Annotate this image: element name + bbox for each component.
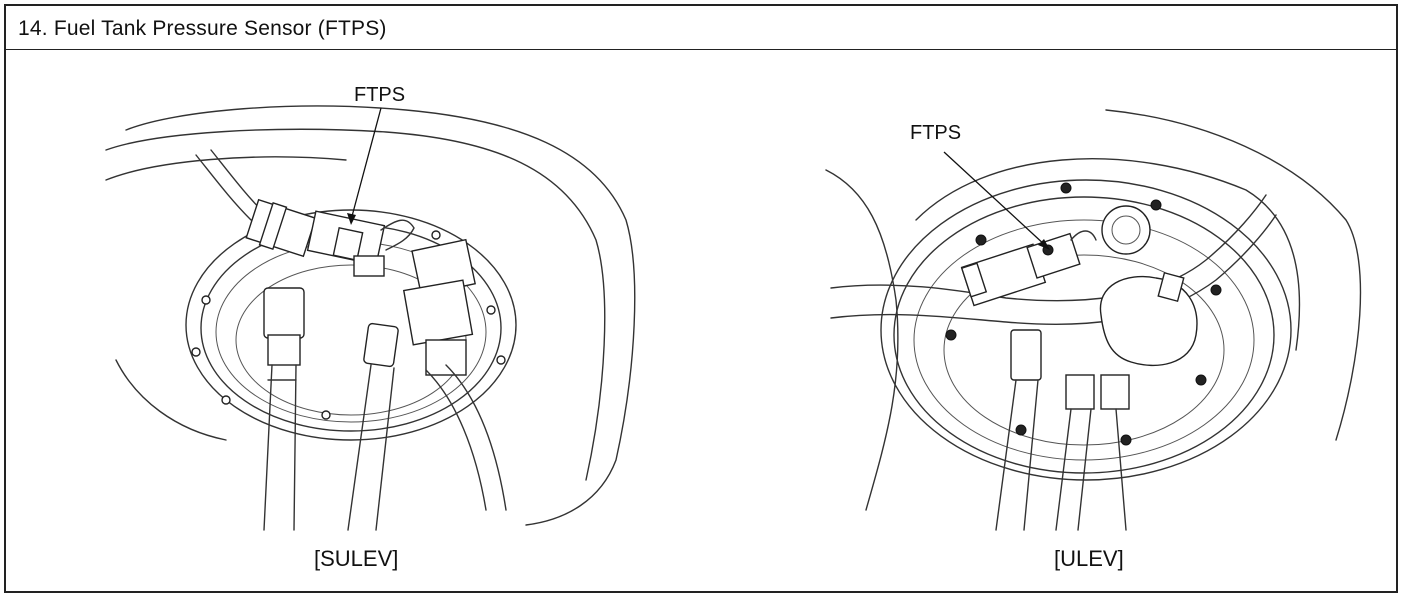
diagram-frame: 14. Fuel Tank Pressure Sensor (FTPS) xyxy=(4,4,1398,593)
tank-inner-contour xyxy=(105,128,606,481)
ftps-callout-ulev: FTPS xyxy=(910,122,962,144)
pump-module-outer-ring xyxy=(880,179,1292,481)
ulev-illustration: FTPS [ULEV] xyxy=(825,100,1366,571)
ftps-leader-line-right xyxy=(943,151,1050,250)
hose-fitting-right xyxy=(347,322,399,531)
vent-valve xyxy=(1101,205,1151,255)
ftps-sensor-assembly xyxy=(245,198,415,277)
title-bar: 14. Fuel Tank Pressure Sensor (FTPS) xyxy=(6,6,1396,50)
ftps-callout-sulev: FTPS xyxy=(354,84,406,106)
sulev-drawing xyxy=(105,105,636,531)
ftps-leader-line-left xyxy=(347,107,382,225)
tank-outline xyxy=(825,169,899,511)
page-title: 14. Fuel Tank Pressure Sensor (FTPS) xyxy=(18,17,387,40)
caption-ulev: [ULEV] xyxy=(1054,546,1124,571)
tank-outline xyxy=(125,105,636,526)
hose-fitting-left xyxy=(263,287,305,531)
hose-fittings xyxy=(995,329,1130,531)
pump-cap xyxy=(1099,271,1198,367)
caption-sulev: [SULEV] xyxy=(314,546,399,571)
mounting-bolts xyxy=(191,225,506,420)
ulev-drawing xyxy=(825,109,1362,531)
mounting-bolts xyxy=(945,182,1222,446)
harness-hose xyxy=(830,194,1267,302)
sulev-illustration: FTPS [SULEV] xyxy=(96,70,656,571)
wire-harness xyxy=(195,154,252,221)
electrical-connector xyxy=(402,238,477,376)
pump-module-outer-ring xyxy=(185,209,517,441)
